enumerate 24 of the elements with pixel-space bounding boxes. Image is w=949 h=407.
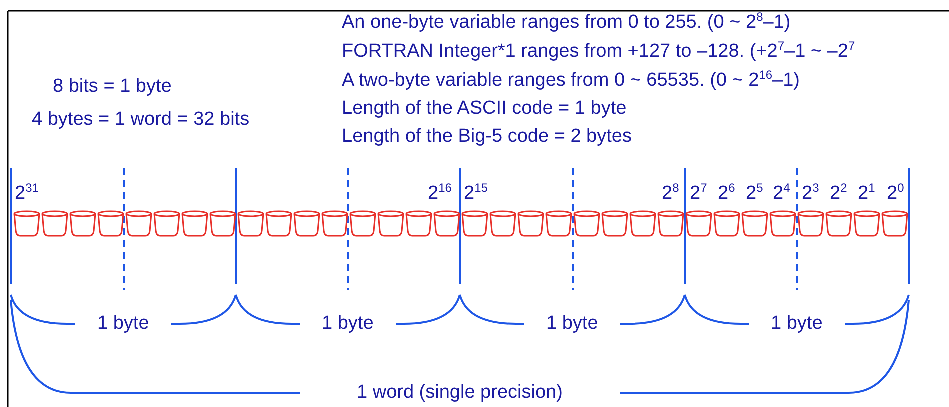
bit-weight-label: 2$^{16}$ xyxy=(428,183,452,206)
note-text: An one-byte variable ranges from 0 to 255. (0 ~ 2$^{8}$–1) xyxy=(342,12,791,35)
byte-label: 1 byte xyxy=(98,313,150,335)
note-text: 8 bits = 1 byte xyxy=(53,76,172,98)
bit-weight-label: 2$^{8}$ xyxy=(662,183,680,206)
note-text: FORTRAN Integer*1 ranges from +127 to –128. (+2$^{7}$–1 ~ –2$^{7}$ xyxy=(342,41,856,64)
bit-weight-label: 2$^{5}$ xyxy=(746,183,764,206)
bit-weight-label: 2$^{15}$ xyxy=(464,183,488,206)
byte-label: 1 byte xyxy=(322,313,374,335)
bit-weight-label: 2$^{31}$ xyxy=(15,183,39,206)
note-text: A two-byte variable ranges from 0 ~ 65535. (0 ~ 2$^{16}$–1) xyxy=(342,70,800,93)
note-text: Length of the Big-5 code = 2 bytes xyxy=(342,126,632,148)
note-text: 4 bytes = 1 word = 32 bits xyxy=(32,109,250,131)
bit-weight-label: 2$^{7}$ xyxy=(690,183,708,206)
bit-weight-label: 2$^{2}$ xyxy=(830,183,848,206)
bit-weight-label: 2$^{3}$ xyxy=(802,183,820,206)
word-label: 1 word (single precision) xyxy=(357,382,563,404)
bit-weight-label: 2$^{6}$ xyxy=(718,183,736,206)
byte-label: 1 byte xyxy=(546,313,598,335)
note-text: Length of the ASCII code = 1 byte xyxy=(342,98,627,120)
bit-weight-label: 2$^{0}$ xyxy=(887,183,904,206)
byte-label: 1 byte xyxy=(771,313,823,335)
bit-weight-label: 2$^{4}$ xyxy=(773,183,790,206)
bit-weight-label: 2$^{1}$ xyxy=(858,183,876,206)
